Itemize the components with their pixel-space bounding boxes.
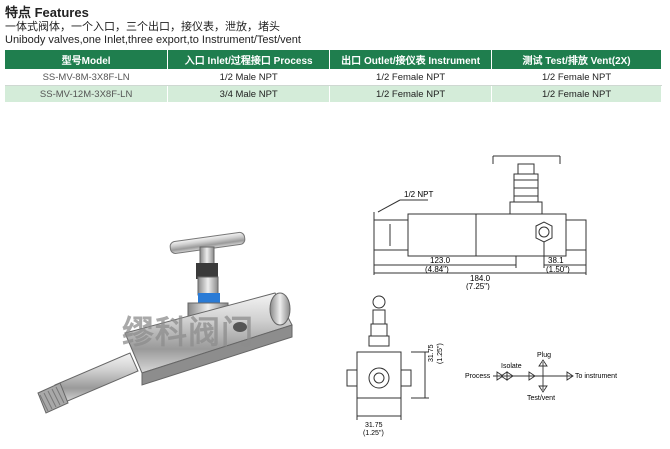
spec-table: 型号Model 入口 Inlet/过程接口 Process 出口 Outlet/… [5,50,662,102]
cell-inlet: 3/4 Male NPT [167,85,331,102]
npt-label: 1/2 NPT [404,190,433,199]
cell-outlet: 1/2 Female NPT [329,69,493,86]
dim-width-inches: (1.25") [363,430,384,437]
schematic-isolate: Isolate [501,363,522,370]
schematic-test-vent: Test/vent [527,395,555,402]
header-model: 型号Model [5,50,169,69]
header-inlet: 入口 Inlet/过程接口 Process [167,50,331,69]
spec-table-header: 型号Model 入口 Inlet/过程接口 Process 出口 Outlet/… [5,50,662,69]
valve-side-view-and-schematic: 31.75 (1.25") 31.75 (1.25") Plug Isolate… [346,295,617,437]
dim-height: 31.75 [428,344,435,362]
valve-product-photo [37,231,293,414]
schematic-plug: Plug [537,352,551,359]
dim-184: 184.0 [470,274,491,283]
valve-dimension-drawing: 1/2 NPT 123.0 (4.84") 38.1 (1.50") 184.0… [373,155,587,290]
dim-184-inches: (7.25") [466,282,490,290]
cell-model: SS-MV-12M-3X8F-LN [5,85,169,102]
cell-test-vent: 1/2 Female NPT [491,69,662,86]
header-test-vent: 测试 Test/排放 Vent(2X) [491,50,662,69]
features-title: 特点 Features [5,5,89,20]
dim-height-inches: (1.25") [437,343,444,364]
table-row: SS-MV-12M-3X8F-LN 3/4 Male NPT 1/2 Femal… [5,85,662,102]
features-section: 特点 Features 一体式阀体，一个入口，三个出口，接仪表，泄放，堵头 Un… [5,5,665,47]
watermark-text: 缪科阀门 [122,313,255,351]
dim-38: 38.1 [548,256,564,265]
cell-outlet: 1/2 Female NPT [329,85,493,102]
features-description-cn: 一体式阀体，一个入口，三个出口，接仪表，泄放，堵头 [5,21,280,33]
dim-38-inches: (1.50") [546,265,570,274]
dim-123-inches: (4.84") [425,265,449,274]
header-outlet: 出口 Outlet/接仪表 Instrument [329,50,493,69]
table-row: SS-MV-8M-3X8F-LN 1/2 Male NPT 1/2 Female… [5,69,662,86]
schematic-to-instrument: To instrument [575,373,617,380]
cell-test-vent: 1/2 Female NPT [491,85,662,102]
dim-width: 31.75 [365,422,383,429]
cell-model: SS-MV-8M-3X8F-LN [5,69,169,86]
dim-123: 123.0 [430,256,451,265]
schematic-process: Process [465,373,491,380]
cell-inlet: 1/2 Male NPT [167,69,331,86]
features-description-en: Unibody valves,one Inlet,three export,to… [5,34,301,46]
